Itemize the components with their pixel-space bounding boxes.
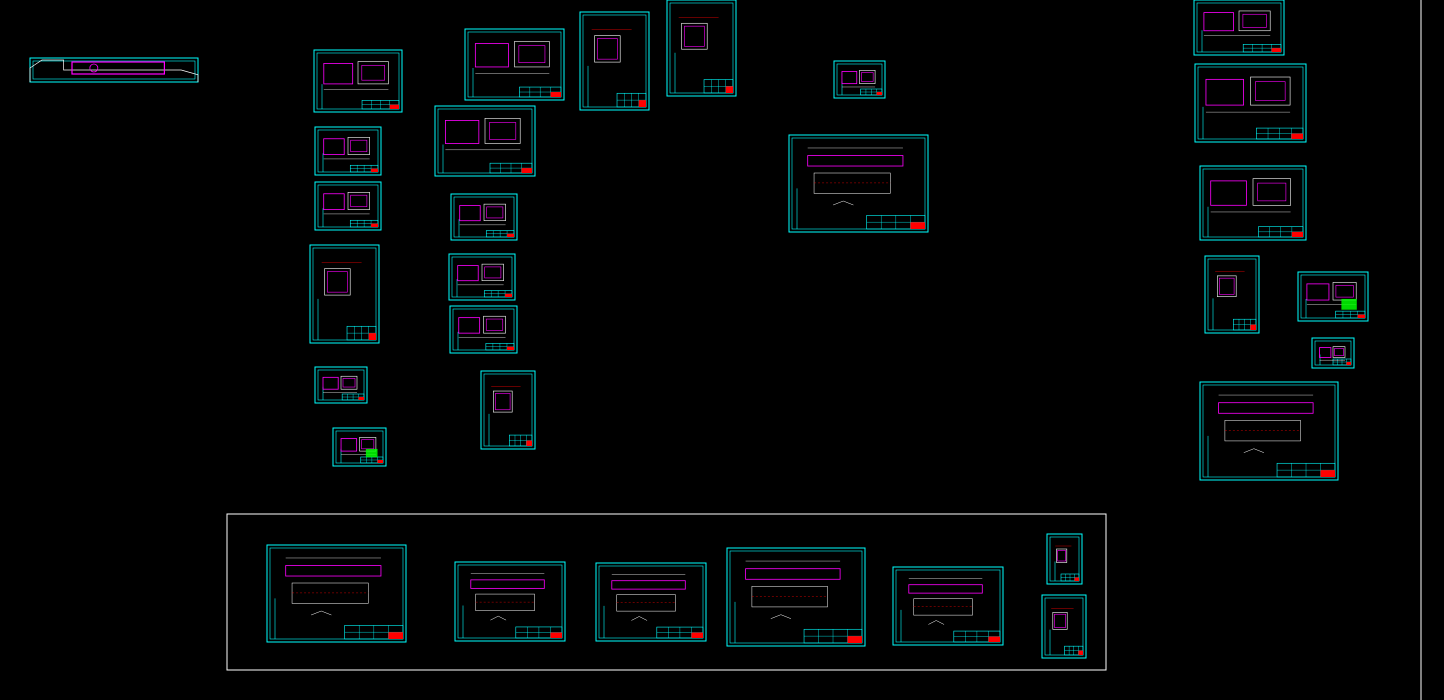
drawing-sheet-left-column-3[interactable]	[314, 181, 382, 231]
drawing-sheet-bottom-group-5[interactable]	[892, 566, 1004, 646]
drawing-sheet-right-column-6[interactable]	[1311, 337, 1355, 369]
drawing-sheet-right-column-2[interactable]	[1194, 63, 1307, 143]
drawing-sheet-center-top-1[interactable]	[579, 11, 650, 111]
drawing-sheet-right-column-7[interactable]	[1199, 381, 1339, 481]
drawing-sheet-center-left-column-6[interactable]	[480, 370, 536, 450]
drawing-sheet-left-column-5[interactable]	[314, 366, 368, 404]
drawing-sheet-center-left-column-5[interactable]	[449, 305, 518, 354]
drawing-sheet-bottom-group-2[interactable]	[454, 561, 566, 642]
drawing-sheet-left-column-4[interactable]	[309, 244, 380, 344]
drawing-sheet-center-left-column-2[interactable]	[434, 105, 536, 177]
drawing-sheet-right-column-5[interactable]	[1297, 271, 1369, 322]
drawing-sheet-center-left-column-1[interactable]	[464, 28, 565, 101]
drawing-sheet-center-large-1[interactable]	[788, 134, 929, 233]
drawing-sheet-center-top-2[interactable]	[666, 0, 737, 97]
drawing-sheet-bottom-group-6[interactable]	[1046, 533, 1083, 585]
drawing-sheet-bottom-group-3[interactable]	[595, 562, 707, 642]
drawing-sheet-left-column-2[interactable]	[314, 126, 382, 176]
drawing-sheet-bottom-group-4[interactable]	[726, 547, 866, 647]
drawing-sheet-center-left-column-3[interactable]	[450, 193, 518, 241]
drawing-sheet-top-strip-1[interactable]	[29, 57, 199, 83]
drawing-sheet-center-top-3[interactable]	[833, 60, 886, 99]
drawing-sheet-bottom-group-1[interactable]	[266, 544, 407, 643]
drawing-sheet-left-column-6[interactable]	[332, 427, 387, 467]
drawing-sheet-bottom-group-7[interactable]	[1041, 594, 1087, 659]
drawing-sheet-right-column-4[interactable]	[1204, 255, 1260, 334]
drawing-sheet-right-column-1[interactable]	[1193, 0, 1285, 56]
bottom-group-frame	[226, 513, 1107, 671]
drawing-sheet-right-column-3[interactable]	[1199, 165, 1307, 241]
drawing-sheet-center-left-column-4[interactable]	[448, 253, 516, 301]
drawing-sheet-left-column-1[interactable]	[313, 49, 403, 113]
